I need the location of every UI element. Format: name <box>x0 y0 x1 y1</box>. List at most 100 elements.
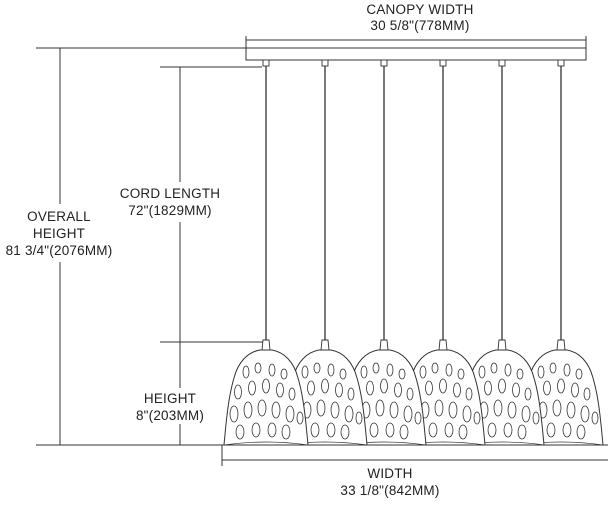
canopy <box>245 47 587 61</box>
shade-cutout <box>248 380 256 396</box>
height-value: 8"(203MM) <box>135 408 205 423</box>
shade-cutout <box>448 401 458 419</box>
shade-cutout <box>431 362 439 374</box>
shade-cutout <box>503 422 513 438</box>
shade-cutout <box>580 405 590 423</box>
width-dimension-line <box>221 444 608 466</box>
shade-cutout <box>339 368 347 380</box>
cord-mount <box>321 59 329 67</box>
shade-cutout <box>591 411 599 425</box>
shade-cutout <box>389 401 399 419</box>
pendant-1 <box>223 59 309 446</box>
width-value: 33 1/8"(842MM) <box>340 483 440 498</box>
shade-cutout <box>326 422 336 438</box>
shade-cutout <box>571 382 579 398</box>
shade-cutout <box>229 405 239 423</box>
shade-cutout <box>549 362 557 374</box>
shade-cutout <box>487 422 497 438</box>
cord-mount <box>262 59 270 67</box>
shade-cutout <box>425 380 433 396</box>
shade-cutout <box>316 399 326 417</box>
shade-cutout <box>537 365 545 379</box>
shade-cutout <box>546 422 556 438</box>
shade-cutout <box>366 380 374 396</box>
overall-height-value: 81 3/4"(2076MM) <box>5 243 113 258</box>
overall-height-dimension-line <box>36 47 246 446</box>
shade-cutout <box>398 368 406 380</box>
shade-cutout <box>251 422 261 438</box>
shade-cutout <box>498 378 506 394</box>
shade-cutout <box>234 384 242 400</box>
socket-cap <box>556 339 566 351</box>
glass-shade <box>223 349 309 446</box>
shade-cutout <box>399 424 409 440</box>
shade-cutout <box>344 405 354 423</box>
shade-cutout <box>543 380 551 396</box>
shade-cutout <box>307 380 315 396</box>
shade-cutout <box>327 363 335 377</box>
cord-length-value: 72"(1829MM) <box>128 203 212 218</box>
socket-cap <box>438 339 448 351</box>
shade-cutout <box>267 422 277 438</box>
shade-cutout <box>385 422 395 438</box>
shade-cutout <box>507 401 517 419</box>
shade-cutout <box>583 387 591 401</box>
shade-cutout <box>458 424 468 440</box>
shade-cutout <box>394 382 402 398</box>
shade-cutout <box>445 363 453 377</box>
shade-cutout <box>439 378 447 394</box>
shade-cutout <box>369 422 379 438</box>
canopy-width-value: 30 5/8"(778MM) <box>370 18 470 33</box>
socket-cap <box>261 339 271 351</box>
shade-cutout <box>285 405 295 423</box>
shade-cutout <box>517 424 527 440</box>
cord-mount <box>498 59 506 67</box>
shade-cutout <box>330 401 340 419</box>
shade-cutout <box>375 399 385 417</box>
shade-cutout <box>301 365 309 379</box>
shade-cutout <box>310 422 320 438</box>
shade-cutout <box>512 382 520 398</box>
shade-cutout <box>296 411 304 425</box>
shade-cutout <box>419 365 427 379</box>
shade-cutout <box>453 382 461 398</box>
shade-cutout <box>340 424 350 440</box>
shade-cutout <box>386 363 394 377</box>
shade-cutout <box>521 405 531 423</box>
height-title: HEIGHT <box>143 391 197 406</box>
shade-cutout <box>490 362 498 374</box>
shade-cutout <box>575 368 583 380</box>
shade-cutout <box>288 387 296 401</box>
shade-cutout <box>243 401 253 419</box>
shade-cutout <box>532 411 540 425</box>
shade-cutout <box>563 363 571 377</box>
overall-height-title-line2: HEIGHT <box>32 226 86 241</box>
shade-cutout <box>280 368 288 380</box>
shade-cutout <box>276 382 284 398</box>
shade-cutout <box>524 387 532 401</box>
shade-cutout <box>347 387 355 401</box>
socket-cap <box>497 339 507 351</box>
socket-cap <box>320 339 330 351</box>
shade-cutout <box>321 378 329 394</box>
shade-cutout <box>406 387 414 401</box>
shade-cutout <box>257 399 267 417</box>
shade-cutout <box>254 362 262 374</box>
shade-cutout <box>360 365 368 379</box>
pendant-group <box>223 59 604 446</box>
shade-cutout <box>313 362 321 374</box>
shade-cutout <box>576 424 586 440</box>
shade-cutout <box>242 365 250 379</box>
shade-cutout <box>516 368 524 380</box>
shade-cutout <box>271 401 281 419</box>
shade-cutout <box>552 399 562 417</box>
shade-cutout <box>566 401 576 419</box>
shade-cutout <box>478 365 486 379</box>
cord-length-title: CORD LENGTH <box>119 186 221 201</box>
shade-cutout <box>444 422 454 438</box>
shade-cutout <box>462 405 472 423</box>
shade-cutout <box>428 422 438 438</box>
shade-cutout <box>484 380 492 396</box>
